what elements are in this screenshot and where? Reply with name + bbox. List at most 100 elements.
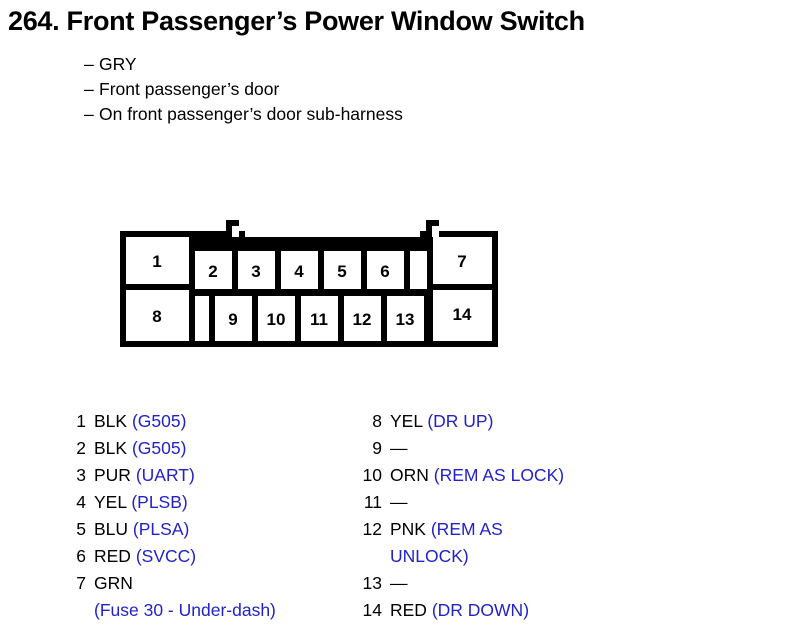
legend-pin-number: 1: [76, 411, 86, 431]
legend-wire-color: BLK: [94, 438, 128, 458]
pin-cell-11: [301, 296, 338, 341]
legend-pin-number: 14: [362, 600, 382, 620]
legend-circuit-name: (SVCC): [135, 546, 197, 566]
legend-pin-body: GRN (Fuse 30 - Under-dash): [94, 570, 276, 624]
legend-pin-body: BLU (PLSA): [94, 516, 189, 543]
legend-pin-number: 9: [372, 438, 382, 458]
pin-cell-6: [367, 251, 404, 289]
legend-circuit-name: (DR UP): [427, 411, 494, 431]
legend-pin-number: 2: [76, 438, 86, 458]
pin-cell-5: [324, 251, 361, 289]
pin-label-8: 8: [152, 307, 161, 326]
pin-cell-7: [433, 237, 492, 284]
legend-pin-body: RED (SVCC): [94, 543, 196, 570]
pin-cell-1: [126, 237, 189, 284]
legend-wire-color: YEL: [94, 492, 127, 512]
legend-pin-number: 8: [372, 411, 382, 431]
legend-pin-body: PUR (UART): [94, 462, 195, 489]
legend-circuit-name: (G505): [131, 411, 187, 431]
legend-row-11: 11 —: [356, 489, 666, 516]
pin-cell-10: [258, 296, 295, 341]
legend-pin-number: 6: [76, 546, 86, 566]
legend-circuit-name-line2: UNLOCK): [390, 546, 469, 566]
legend-wire-color: BLU: [94, 519, 129, 539]
pin-cell-2: [195, 251, 232, 289]
legend-pin-body: ORN (REM AS LOCK): [390, 462, 564, 489]
note-row: –On front passenger’s door sub-harness: [84, 102, 403, 127]
legend-wire-color: RED: [390, 600, 427, 620]
pin-legend-left-column: 1 BLK (G505) 2 BLK (G505) 3 PUR (UART) 4…: [60, 408, 350, 624]
legend-pin-number: 5: [76, 519, 86, 539]
pin-cell-3: [238, 251, 275, 289]
legend-pin-number: 12: [362, 519, 382, 539]
legend-circuit-name: (G505): [131, 438, 187, 458]
note-text: Front passenger’s door: [99, 79, 280, 99]
pin-label-2: 2: [208, 262, 217, 281]
legend-circuit-name: (PLSA): [132, 519, 190, 539]
pin-label-11: 11: [310, 310, 328, 329]
pin-cell-8: [126, 290, 189, 341]
legend-pin-body: BLK (G505): [94, 408, 186, 435]
legend-circuit-name: (REM AS LOCK): [433, 465, 565, 485]
legend-circuit-name: (PLSB): [131, 492, 188, 512]
pin-label-9: 9: [228, 310, 237, 329]
legend-pin-body: BLK (G505): [94, 435, 186, 462]
connector-pin-labels: 1 2 3 4 5 6 7 8 9 10 11 12 13 14: [152, 252, 472, 329]
legend-row-8: 8 YEL (DR UP): [356, 408, 666, 435]
connector-latch-left-gap: [232, 226, 239, 237]
note-dash-icon: –: [84, 54, 94, 74]
connector-top-row: [126, 226, 492, 289]
legend-wire-color: —: [390, 438, 408, 458]
legend-pin-number: 3: [76, 465, 86, 485]
legend-pin-number: 13: [362, 573, 382, 593]
legend-pin-body: YEL (PLSB): [94, 489, 188, 516]
legend-pin-body: RED (DR DOWN): [390, 597, 529, 624]
pin-label-13: 13: [396, 310, 415, 329]
legend-row-4: 4 YEL (PLSB): [60, 489, 350, 516]
legend-circuit-name: (UART): [135, 465, 195, 485]
legend-row-7: 7 GRN (Fuse 30 - Under-dash): [60, 570, 350, 624]
connector-bottom-row: [126, 290, 492, 341]
legend-circuit-name: (Fuse 30 - Under-dash): [94, 600, 276, 620]
legend-row-9: 9 —: [356, 435, 666, 462]
legend-row-10: 10 ORN (REM AS LOCK): [356, 462, 666, 489]
connector-notes: –GRY –Front passenger’s door –On front p…: [84, 52, 403, 127]
pin-label-12: 12: [353, 310, 372, 329]
legend-circuit-name: (DR DOWN): [431, 600, 530, 620]
connector-svg: 1 2 3 4 5 6 7 8 9 10 11 12 13 14: [120, 220, 498, 347]
pin-cell-14: [433, 290, 492, 341]
legend-row-13: 13 —: [356, 570, 666, 597]
connector-blank-slot-bottom: [195, 296, 209, 341]
note-row: –GRY: [84, 52, 403, 77]
legend-pin-body: —: [390, 570, 408, 597]
legend-wire-color: GRN: [94, 573, 133, 593]
legend-pin-number: 4: [76, 492, 86, 512]
legend-row-14: 14 RED (DR DOWN): [356, 597, 666, 624]
legend-wire-color: —: [390, 573, 408, 593]
legend-pin-number: 7: [76, 573, 86, 593]
legend-pin-number: 10: [362, 465, 382, 485]
legend-wire-color: YEL: [390, 411, 423, 431]
legend-wire-color: —: [390, 492, 408, 512]
legend-pin-number: 11: [363, 492, 382, 512]
connector-latch-right-gap: [432, 226, 439, 237]
pin-legend-right-column: 8 YEL (DR UP) 9 — 10 ORN (REM AS LOCK) 1…: [356, 408, 666, 624]
note-dash-icon: –: [84, 79, 94, 99]
connector-diagram: 1 2 3 4 5 6 7 8 9 10 11 12 13 14: [112, 212, 512, 367]
note-dash-icon: –: [84, 104, 94, 124]
pin-label-7: 7: [457, 252, 466, 271]
note-text: GRY: [99, 54, 137, 74]
pin-cell-9: [215, 296, 252, 341]
legend-row-2: 2 BLK (G505): [60, 435, 350, 462]
connector-top-shelf: [195, 237, 433, 251]
legend-wire-color: ORN: [390, 465, 429, 485]
connector-blank-slot-top: [410, 251, 427, 289]
legend-row-6: 6 RED (SVCC): [60, 543, 350, 570]
page-title: 264. Front Passenger’s Power Window Swit…: [8, 6, 585, 36]
legend-wire-color: BLK: [94, 411, 128, 431]
legend-wire-color: PUR: [94, 465, 131, 485]
note-row: –Front passenger’s door: [84, 77, 403, 102]
note-text: On front passenger’s door sub-harness: [99, 104, 403, 124]
